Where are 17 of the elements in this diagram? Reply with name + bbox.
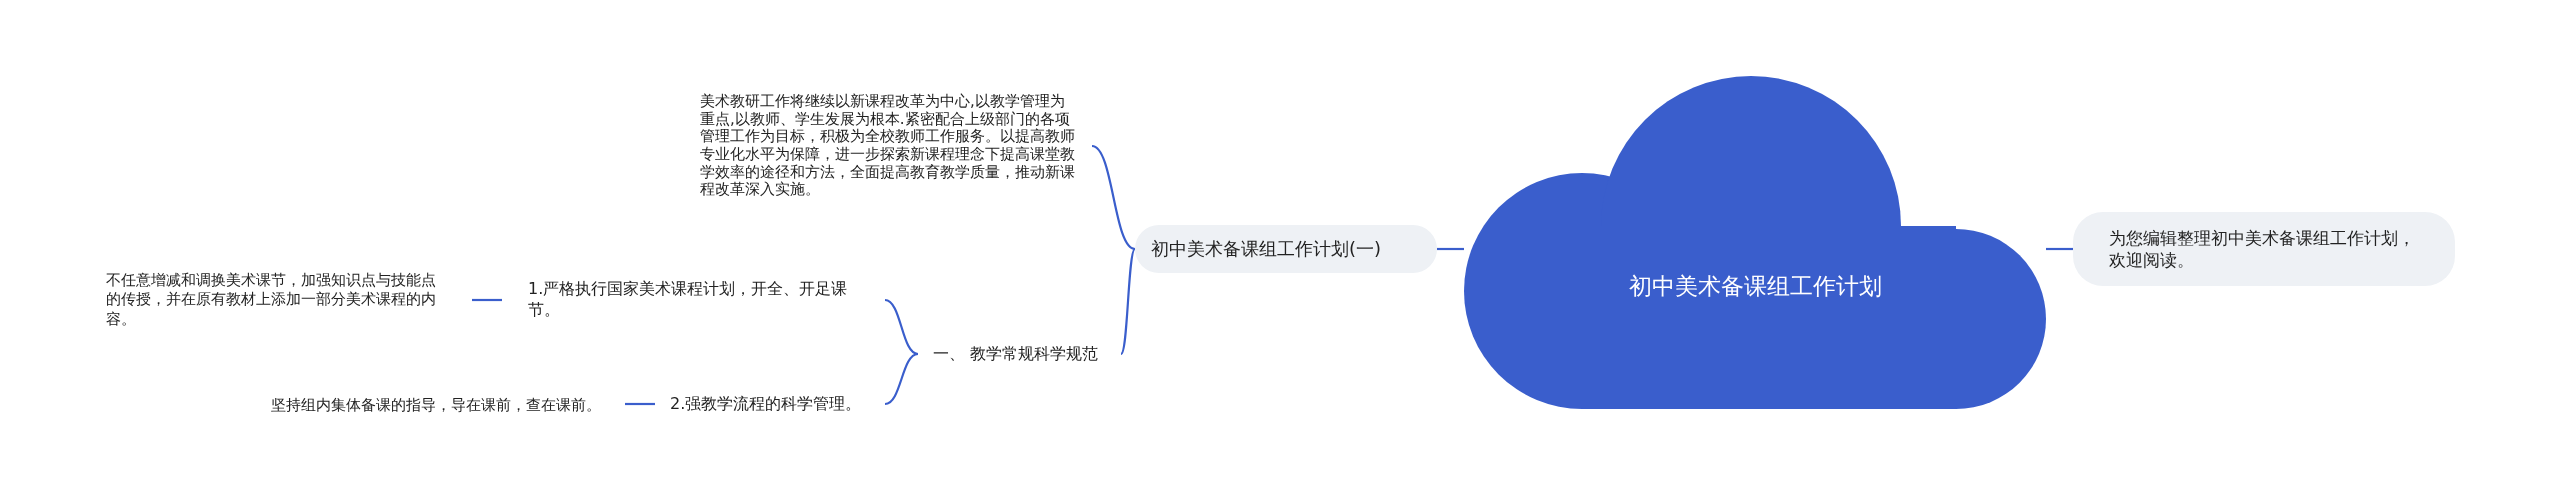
branch-text: 不任意增减和调换美术课节，加强知识点与技能点的传授，并在原有教材上添加一部分美术课程的内容。	[100, 268, 472, 332]
branch-text: 一、 教学常规科学规范	[918, 340, 1121, 368]
connector-line	[472, 298, 502, 302]
connector-line	[625, 402, 655, 406]
connector-line	[2046, 247, 2073, 251]
central-topic: 初中美术备课组工作计划	[1627, 272, 1883, 301]
topic-pill: 为您编辑整理初中美术备课组工作计划，欢迎阅读。	[2073, 212, 2455, 286]
branch-text: 美术教研工作将继续以新课程改革为中心,以教学管理为重点,以教师、学生发展为根本.紧密配合上级部门的各项管理工作为目标，积极为全校教师工作服务。以提高教师专业化水平为保障，进一步探索新课程理念下提高课堂教学效率的途径和方法，全面提高教育教学质量，推动新课程改革深入实施。	[700, 70, 1092, 222]
connector-line	[1437, 247, 1464, 251]
branch-text: 2.强教学流程的科学管理。	[655, 390, 885, 418]
topic-pill: 初中美术备课组工作计划(一)	[1135, 225, 1437, 273]
connector-line	[884, 298, 919, 356]
branch-text: 坚持组内集体备课的指导，导在课前，查在课前。	[265, 384, 625, 428]
branch-text: 1.严格执行国家美术课程计划，开全、开足课节。	[502, 276, 885, 324]
connector-line	[884, 352, 919, 406]
connector-line	[1120, 248, 1136, 355]
connector-line	[1091, 145, 1136, 250]
